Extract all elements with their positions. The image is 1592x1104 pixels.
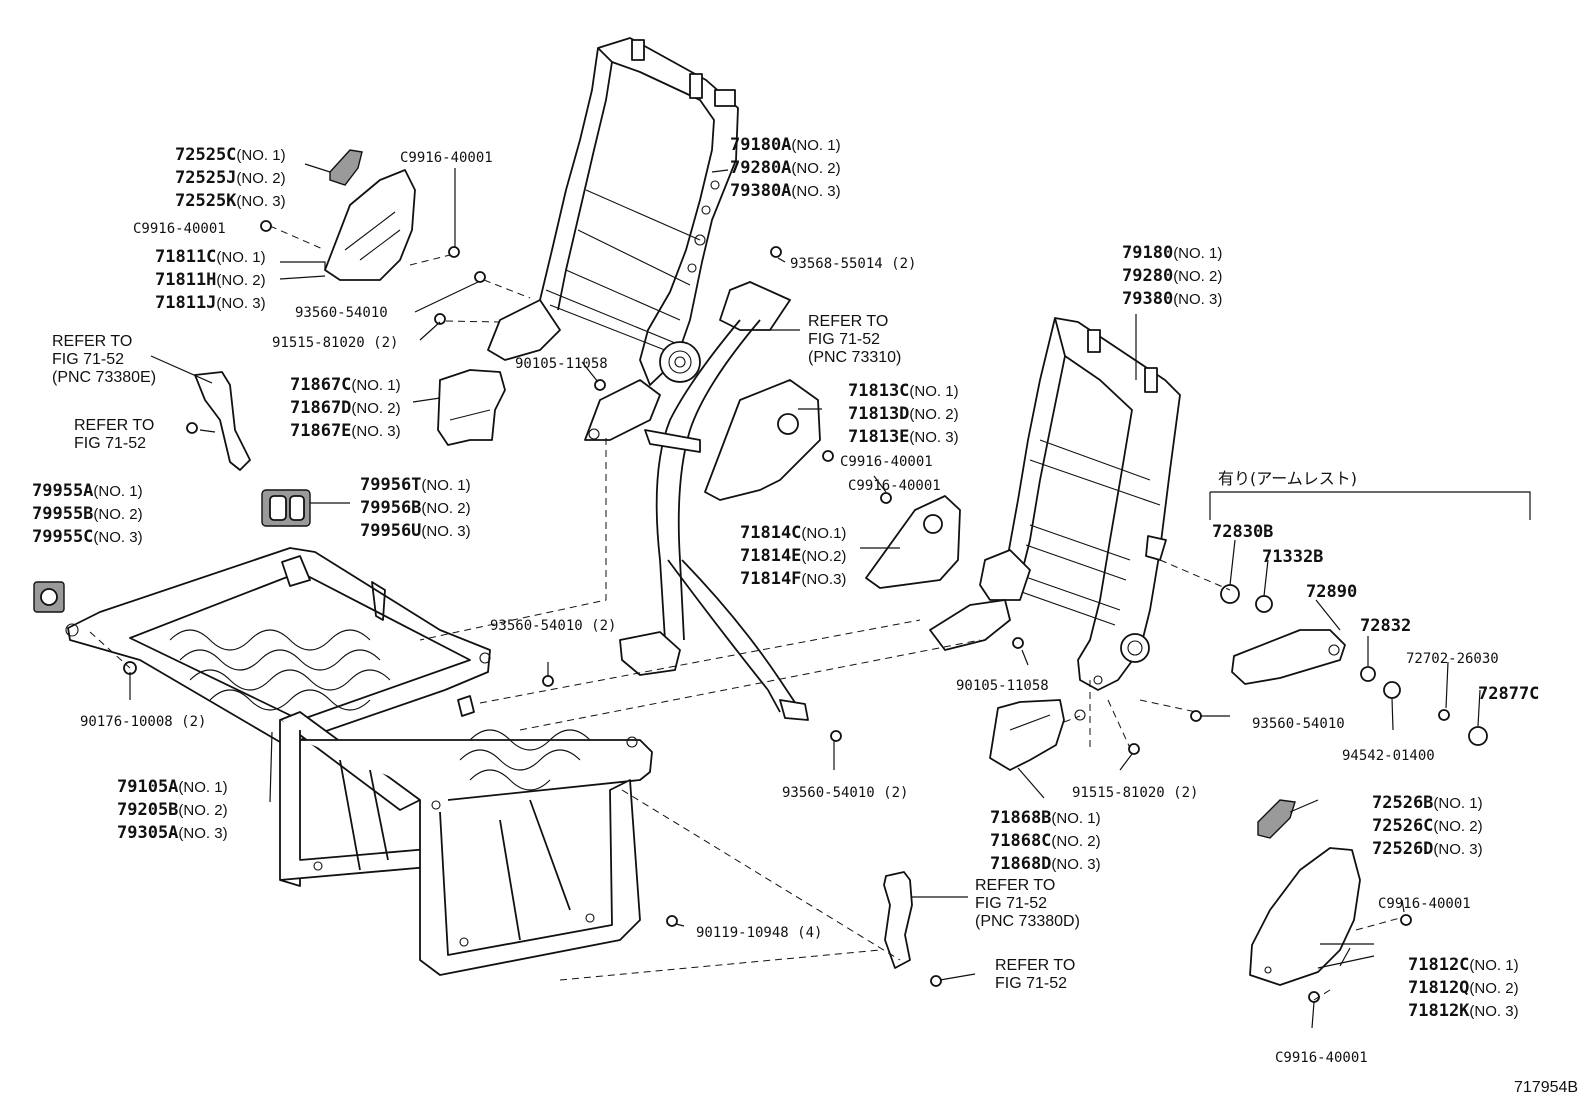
label-71867E: 71867E(NO. 3) bbox=[290, 421, 401, 441]
label-79956B: 79956B(NO. 2) bbox=[360, 498, 471, 518]
label-71812Q: 71812Q(NO. 2) bbox=[1408, 978, 1519, 998]
armrest-group-label: 有り(アームレスト) bbox=[1218, 469, 1357, 488]
label-71868D: 71868D(NO. 3) bbox=[990, 854, 1101, 874]
figure-code: 717954B bbox=[1514, 1079, 1578, 1096]
label-71811H: 71811H(NO. 2) bbox=[155, 270, 266, 290]
label-93560-b: 93560-54010 (2) bbox=[490, 618, 616, 634]
label-72526B: 72526B(NO. 1) bbox=[1372, 793, 1483, 813]
label-c9916-a: C9916-40001 bbox=[400, 150, 493, 166]
label-c9916-e: C9916-40001 bbox=[1378, 896, 1471, 912]
label-71813E: 71813E(NO. 3) bbox=[848, 427, 959, 447]
label-90105-a: 90105-11058 bbox=[515, 356, 608, 372]
label-79955C: 79955C(NO. 3) bbox=[32, 527, 143, 547]
label-94542: 94542-01400 bbox=[1342, 748, 1435, 764]
ref-e-line1: REFER TO bbox=[995, 957, 1075, 974]
seat-cushion-frame bbox=[65, 547, 653, 976]
label-79956U: 79956U(NO. 3) bbox=[360, 521, 471, 541]
ref-a-line1: REFER TO bbox=[52, 333, 132, 350]
label-71812C: 71812C(NO. 1) bbox=[1408, 955, 1519, 975]
label-72702: 72702-26030 bbox=[1406, 651, 1499, 667]
label-71332B: 71332B bbox=[1262, 547, 1323, 567]
label-93560-d: 93560-54010 bbox=[1252, 716, 1345, 732]
leader-lines bbox=[129, 163, 1531, 1029]
label-72526D: 72526D(NO. 3) bbox=[1372, 839, 1483, 859]
ref-c-line2: FIG 71-52 bbox=[808, 331, 880, 348]
label-79305A: 79305A(NO. 3) bbox=[117, 823, 228, 843]
label-90119: 90119-10948 (4) bbox=[696, 925, 822, 941]
label-91515-a: 91515-81020 (2) bbox=[272, 335, 398, 351]
ref-d-line1: REFER TO bbox=[975, 877, 1055, 894]
label-c9916-f: C9916-40001 bbox=[1275, 1050, 1368, 1066]
label-79955A: 79955A(NO. 1) bbox=[32, 481, 143, 501]
label-71868C: 71868C(NO. 2) bbox=[990, 831, 1101, 851]
ref-b-line1: REFER TO bbox=[74, 417, 154, 434]
ref-e-line2: FIG 71-52 bbox=[995, 975, 1067, 992]
label-79205B: 79205B(NO. 2) bbox=[117, 800, 228, 820]
label-72525J: 72525J(NO. 2) bbox=[175, 168, 286, 188]
ref-c-line1: REFER TO bbox=[808, 313, 888, 330]
ref-d-line2: FIG 71-52 bbox=[975, 895, 1047, 912]
label-71814E: 71814E(NO.2) bbox=[740, 546, 846, 566]
ref-b-line2: FIG 71-52 bbox=[74, 435, 146, 452]
label-79280A: 79280A(NO. 2) bbox=[730, 158, 841, 178]
label-71867C: 71867C(NO. 1) bbox=[290, 375, 401, 395]
label-79380A: 79380A(NO. 3) bbox=[730, 181, 841, 201]
ref-d-line3: (PNC 73380D) bbox=[975, 913, 1080, 930]
ref-a-line3: (PNC 73380E) bbox=[52, 369, 156, 386]
label-72890: 72890 bbox=[1306, 582, 1357, 602]
label-71813C: 71813C(NO. 1) bbox=[848, 381, 959, 401]
labels-layer: 72525C(NO. 1) 72525J(NO. 2) 72525K(NO. 3… bbox=[32, 135, 1578, 1096]
label-79180A: 79180A(NO. 1) bbox=[730, 135, 841, 155]
ref-a-line2: FIG 71-52 bbox=[52, 351, 124, 368]
label-93560-c: 93560-54010 (2) bbox=[782, 785, 908, 801]
label-72830B: 72830B bbox=[1212, 522, 1273, 542]
label-71868B: 71868B(NO. 1) bbox=[990, 808, 1101, 828]
label-79956T: 79956T(NO. 1) bbox=[360, 475, 471, 495]
seatback-frame-left bbox=[487, 37, 739, 441]
label-71811C: 71811C(NO. 1) bbox=[155, 247, 266, 267]
label-93568: 93568-55014 (2) bbox=[790, 256, 916, 272]
label-71811J: 71811J(NO. 3) bbox=[155, 293, 266, 313]
label-71812K: 71812K(NO. 3) bbox=[1408, 1001, 1519, 1021]
label-71814F: 71814F(NO.3) bbox=[740, 569, 846, 589]
seat-belt bbox=[619, 281, 809, 721]
ref-c-line3: (PNC 73310) bbox=[808, 349, 901, 366]
label-71867D: 71867D(NO. 2) bbox=[290, 398, 401, 418]
label-71814C: 71814C(NO.1) bbox=[740, 523, 846, 543]
drawing-layer bbox=[33, 37, 1531, 1029]
label-90176: 90176-10008 (2) bbox=[80, 714, 206, 730]
label-79280: 79280(NO. 2) bbox=[1122, 266, 1222, 286]
label-72526C: 72526C(NO. 2) bbox=[1372, 816, 1483, 836]
label-72832: 72832 bbox=[1360, 616, 1411, 636]
label-91515-b: 91515-81020 (2) bbox=[1072, 785, 1198, 801]
label-79955B: 79955B(NO. 2) bbox=[32, 504, 143, 524]
label-93560-a: 93560-54010 bbox=[295, 305, 388, 321]
seatback-frame-right bbox=[929, 317, 1181, 721]
label-72877C: 72877C bbox=[1478, 684, 1539, 704]
label-90105-b: 90105-11058 bbox=[956, 678, 1049, 694]
small-parts bbox=[33, 149, 1488, 1003]
label-79380: 79380(NO. 3) bbox=[1122, 289, 1222, 309]
label-71813D: 71813D(NO. 2) bbox=[848, 404, 959, 424]
label-c9916-d: C9916-40001 bbox=[848, 478, 941, 494]
label-72525: 72525C(NO. 1) bbox=[175, 145, 286, 165]
label-72525K: 72525K(NO. 3) bbox=[175, 191, 286, 211]
label-c9916-c: C9916-40001 bbox=[840, 454, 933, 470]
label-c9916-b: C9916-40001 bbox=[133, 221, 226, 237]
dashed-lines bbox=[89, 225, 1401, 1001]
label-79105A: 79105A(NO. 1) bbox=[117, 777, 228, 797]
label-79180: 79180(NO. 1) bbox=[1122, 243, 1222, 263]
